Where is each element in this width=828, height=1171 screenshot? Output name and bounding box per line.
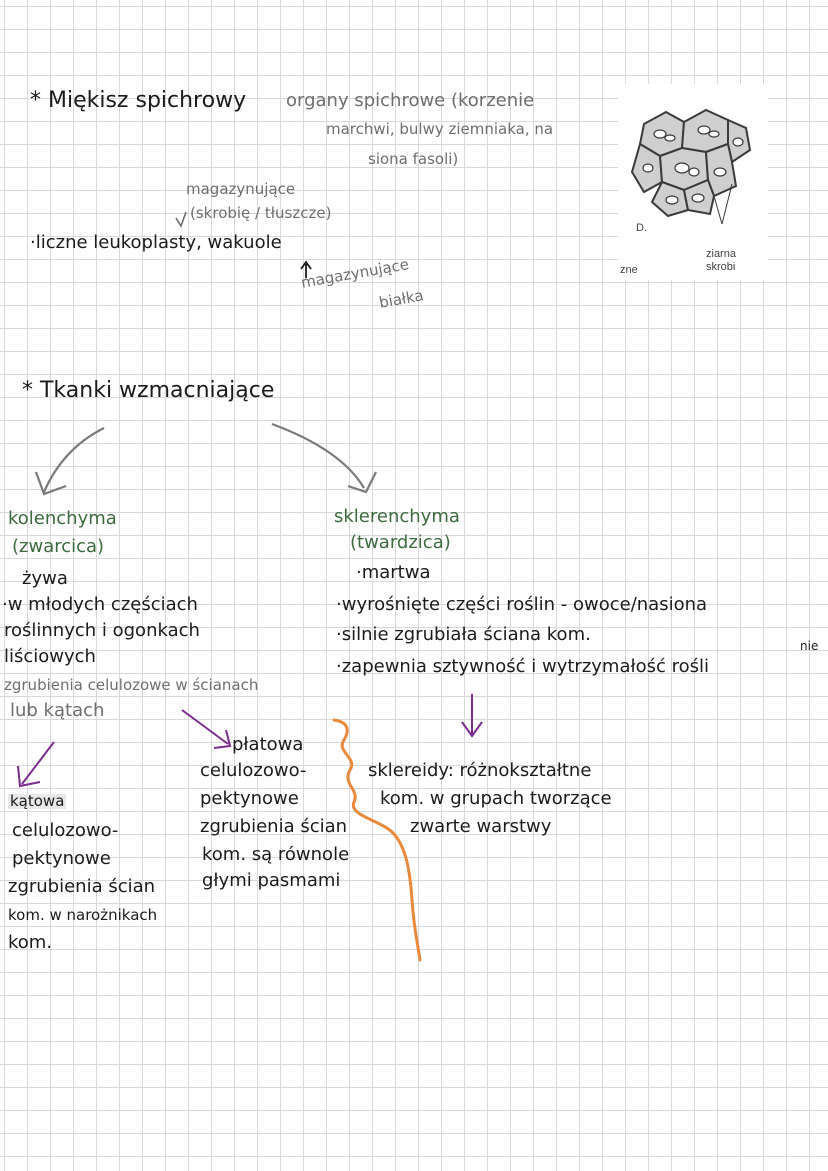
- kolenchyma-p3: roślinnych i ogonkach: [4, 620, 200, 641]
- kolenchyma-p4: liściowych: [4, 646, 96, 667]
- orange-divider-line: [332, 718, 422, 962]
- katowa-line5: kom.: [8, 932, 53, 953]
- starch-cells-drawing: [630, 108, 752, 225]
- sklereidy-line3: zwarte warstwy: [410, 816, 552, 837]
- sklereidy-line2: kom. w grupach tworzące: [380, 788, 612, 809]
- kolenchyma-p2: ·w młodych częściach: [2, 594, 198, 615]
- storage-skrobia-tluszcze: (skrobię / tłuszcze): [190, 204, 332, 222]
- plasztowa-line1: celulozowo-: [200, 760, 307, 781]
- support-heading: * Tkanki wzmacniające: [22, 378, 275, 403]
- left-branch-arrowhead: [34, 471, 67, 496]
- plasztowa-line5: głymi pasmami: [202, 870, 341, 891]
- plasztowa-line3: zgrubienia ścian: [200, 816, 348, 837]
- small-check-mark: [175, 211, 187, 228]
- katowa-line4: kom. w narożnikach: [8, 906, 158, 924]
- kolenchyma-p6: lub kątach: [10, 700, 105, 721]
- left-branch-arrow: [42, 427, 105, 493]
- right-branch-arrowhead: [347, 471, 377, 494]
- kolenchyma-p1: żywa: [22, 568, 68, 589]
- storage-organs-line2: marchwi, bulwy ziemniaka, na: [326, 120, 554, 138]
- plasztowa-title: płatowa: [232, 734, 304, 755]
- sklerenchyma-p1: ·martwa: [356, 562, 431, 583]
- sklerenchyma-p2: ·wyrośnięte części roślin - owoce/nasion…: [336, 594, 708, 615]
- sklerenchyma-title: sklerenchyma: [334, 506, 460, 527]
- sklerenchyma-p4: ·zapewnia sztywność i wytrzymałość rośli: [336, 656, 709, 677]
- sklerenchyma-alias: (twardzica): [350, 532, 451, 553]
- up-arrow-icon: [300, 260, 312, 278]
- kolenchyma-alias: (zwarcica): [12, 536, 105, 557]
- figure-label-left: zne: [620, 264, 638, 276]
- katowa-title: kątowa: [8, 792, 67, 810]
- katowa-line2: pektynowe: [12, 848, 111, 869]
- plasztowa-line4: kom. są równole: [202, 844, 350, 865]
- storage-organs-line1: organy spichrowe (korzenie: [286, 90, 535, 111]
- figure-label-right-1: ziarna: [706, 248, 736, 260]
- sklerenchyma-p3: ·silnie zgrubiała ściana kom.: [336, 624, 591, 645]
- kolenchyma-p5: zgrubienia celulozowe w ścianach: [4, 676, 259, 694]
- sklereidy-line1: sklereidy: różnokształtne: [368, 760, 592, 781]
- kolenchyma-title: kolenchyma: [8, 508, 117, 529]
- storage-organs-line3: siona fasoli): [368, 150, 459, 168]
- purple-arrow-sklereidy: [461, 694, 483, 738]
- plasztowa-line2: pektynowe: [200, 788, 299, 809]
- storage-heading: * Miękisz spichrowy: [30, 88, 247, 113]
- figure-letter: D.: [636, 222, 647, 234]
- katowa-line3: zgrubienia ścian: [8, 876, 156, 897]
- katowa-line1: celulozowo-: [12, 820, 119, 841]
- storage-magazynujace-a: magazynujące: [186, 180, 296, 198]
- right-branch-arrow: [271, 422, 365, 489]
- storage-leukoplasty: ·liczne leukoplasty, wakuole: [30, 232, 282, 253]
- starch-cells-figure: D. zne ziarna skrobi: [618, 84, 768, 280]
- sklerenchyma-p4-suffix: nie: [800, 639, 819, 653]
- purple-arrow-katowa: [17, 741, 55, 788]
- purple-arrow-plasztowa: [181, 709, 232, 749]
- figure-label-right-2: skrobi: [706, 261, 736, 273]
